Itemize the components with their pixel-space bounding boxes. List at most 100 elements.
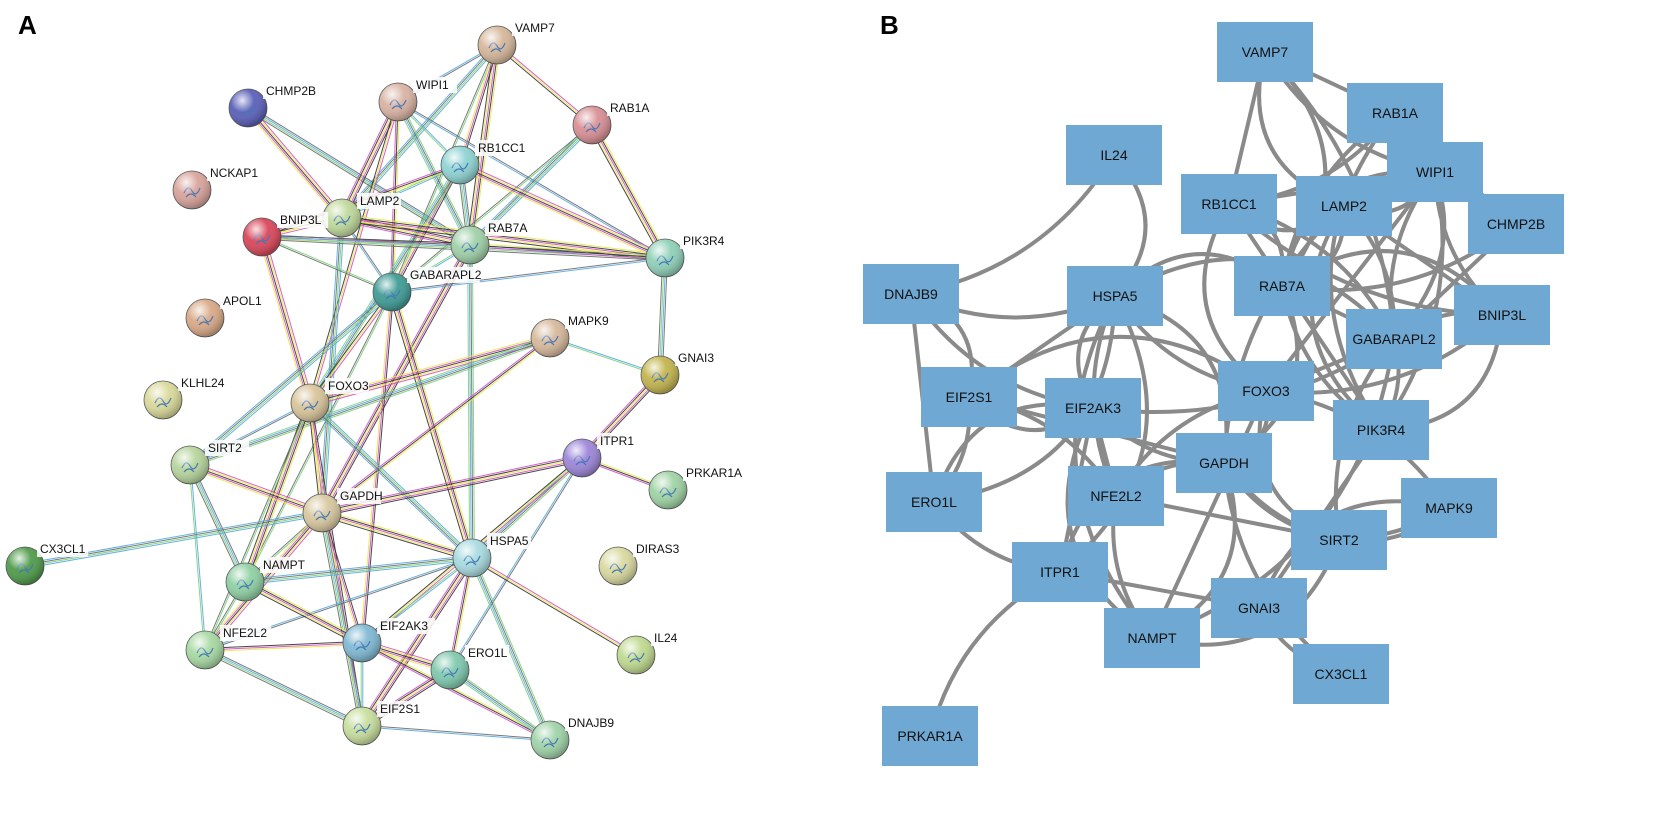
node-itpr1[interactable]: ITPR1 <box>562 433 641 478</box>
node-nfe2l2[interactable]: NFE2L2 <box>1068 466 1164 526</box>
node-rb1cc1[interactable]: RB1CC1 <box>440 140 527 185</box>
edge-foxo3-nampt <box>241 401 314 584</box>
node-gabarapl2[interactable]: GABARAPL2 <box>372 267 482 312</box>
node-wipi1[interactable]: WIPI1 <box>1387 142 1483 202</box>
node-mapk9[interactable]: MAPK9 <box>530 313 609 358</box>
node-nampt[interactable]: NAMPT <box>1104 608 1200 668</box>
node-box[interactable] <box>1067 266 1163 326</box>
node-vamp7[interactable]: VAMP7 <box>477 20 556 65</box>
node-lamp2[interactable]: LAMP2 <box>322 193 401 238</box>
label-background <box>205 440 249 456</box>
node-klhl24[interactable]: KLHL24 <box>143 375 230 420</box>
node-label: ERO1L <box>911 494 957 510</box>
node-il24[interactable]: IL24 <box>1066 125 1162 185</box>
node-label: KLHL24 <box>181 376 225 390</box>
node-box[interactable] <box>921 367 1017 427</box>
node-il24[interactable]: IL24 <box>616 630 688 675</box>
node-box[interactable] <box>886 472 982 532</box>
node-label: LAMP2 <box>360 194 400 208</box>
node-box[interactable] <box>1068 466 1164 526</box>
node-eif2s1[interactable]: EIF2S1 <box>342 701 429 746</box>
node-box[interactable] <box>1066 125 1162 185</box>
node-rb1cc1[interactable]: RB1CC1 <box>1181 174 1277 234</box>
node-cx3cl1[interactable]: CX3CL1 <box>1293 644 1389 704</box>
node-gapdh[interactable]: GAPDH <box>302 488 383 533</box>
node-box[interactable] <box>882 706 978 766</box>
node-box[interactable] <box>1293 644 1389 704</box>
node-rab1a[interactable]: RAB1A <box>572 100 651 145</box>
node-label: DIRAS3 <box>636 542 680 556</box>
label-background <box>683 465 742 481</box>
node-chmp2b[interactable]: CHMP2B <box>1468 194 1564 254</box>
node-wipi1[interactable]: WIPI1 <box>378 77 457 122</box>
node-gnai3[interactable]: GNAI3 <box>640 350 719 395</box>
node-box[interactable] <box>1454 285 1550 345</box>
node-box[interactable] <box>1387 142 1483 202</box>
label-background <box>597 433 641 449</box>
node-box[interactable] <box>1291 510 1387 570</box>
node-eif2ak3[interactable]: EIF2AK3 <box>1045 378 1141 438</box>
node-box[interactable] <box>1346 309 1442 369</box>
node-nckap1[interactable]: NCKAP1 <box>172 165 258 210</box>
node-bnip3l[interactable]: BNIP3L <box>242 212 329 257</box>
node-sirt2[interactable]: SIRT2 <box>170 440 249 485</box>
node-eif2s1[interactable]: EIF2S1 <box>921 367 1017 427</box>
node-box[interactable] <box>1347 83 1443 143</box>
node-apol1[interactable]: APOL1 <box>185 293 264 338</box>
label-background <box>487 533 531 549</box>
node-box[interactable] <box>1468 194 1564 254</box>
node-eif2ak3[interactable]: EIF2AK3 <box>342 618 436 663</box>
node-cx3cl1[interactable]: CX3CL1 <box>5 541 89 586</box>
label-background <box>680 233 732 249</box>
node-box[interactable] <box>1211 578 1307 638</box>
node-mapk9[interactable]: MAPK9 <box>1401 478 1497 538</box>
node-dnajb9[interactable]: DNAJB9 <box>530 715 617 760</box>
node-chmp2b[interactable]: CHMP2B <box>228 83 316 128</box>
node-itpr1[interactable]: ITPR1 <box>1012 542 1108 602</box>
node-box[interactable] <box>1045 378 1141 438</box>
node-box[interactable] <box>1218 361 1314 421</box>
node-sirt2[interactable]: SIRT2 <box>1291 510 1387 570</box>
node-rab7a[interactable]: RAB7A <box>1234 256 1330 316</box>
node-hspa5[interactable]: HSPA5 <box>1067 266 1163 326</box>
node-gabarapl2[interactable]: GABARAPL2 <box>1346 309 1442 369</box>
node-vamp7[interactable]: VAMP7 <box>1217 22 1313 82</box>
label-background <box>337 488 381 504</box>
node-diras3[interactable]: DIRAS3 <box>598 541 685 586</box>
node-nfe2l2[interactable]: NFE2L2 <box>185 625 272 670</box>
label-background <box>357 193 401 209</box>
sphere-shine <box>478 26 516 64</box>
node-label: SIRT2 <box>208 441 242 455</box>
node-hspa5[interactable]: HSPA5 <box>452 533 531 578</box>
node-rab1a[interactable]: RAB1A <box>1347 83 1443 143</box>
node-pik3r4[interactable]: PIK3R4 <box>645 233 732 278</box>
node-ero1l[interactable]: ERO1L <box>430 645 509 690</box>
edge-gabarapl2-pik3r4 <box>391 256 666 294</box>
node-pik3r4[interactable]: PIK3R4 <box>1333 400 1429 460</box>
node-box[interactable] <box>1181 174 1277 234</box>
node-bnip3l[interactable]: BNIP3L <box>1454 285 1550 345</box>
node-gnai3[interactable]: GNAI3 <box>1211 578 1307 638</box>
node-box[interactable] <box>1296 176 1392 236</box>
node-box[interactable] <box>1234 256 1330 316</box>
node-box[interactable] <box>1176 433 1272 493</box>
node-foxo3[interactable]: FOXO3 <box>290 378 369 423</box>
node-gapdh[interactable]: GAPDH <box>1176 433 1272 493</box>
node-box[interactable] <box>1217 22 1313 82</box>
sphere-shine <box>173 171 211 209</box>
node-nampt[interactable]: NAMPT <box>225 557 306 602</box>
node-box[interactable] <box>863 264 959 324</box>
node-box[interactable] <box>1104 608 1200 668</box>
node-lamp2[interactable]: LAMP2 <box>1296 176 1392 236</box>
node-box[interactable] <box>1012 542 1108 602</box>
node-box[interactable] <box>1333 400 1429 460</box>
node-ero1l[interactable]: ERO1L <box>886 472 982 532</box>
node-dnajb9[interactable]: DNAJB9 <box>863 264 959 324</box>
node-foxo3[interactable]: FOXO3 <box>1218 361 1314 421</box>
node-rab7a[interactable]: RAB7A <box>450 220 529 265</box>
node-label: PRKAR1A <box>686 466 742 480</box>
node-box[interactable] <box>1401 478 1497 538</box>
node-prkar1a[interactable]: PRKAR1A <box>648 465 742 510</box>
node-prkar1a[interactable]: PRKAR1A <box>882 706 978 766</box>
